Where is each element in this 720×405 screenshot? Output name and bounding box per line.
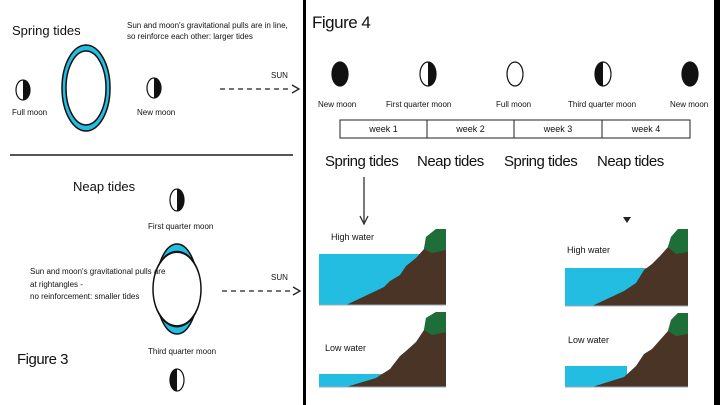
figure-3-panel: Spring tides Sun and moon's gravitationa… [0, 0, 303, 405]
sun-label-bottom: SUN [271, 274, 288, 282]
figure-4-panel: Figure 4 New moon First quarter moon Ful… [306, 0, 714, 405]
sun-direction-arrow-top [220, 85, 299, 93]
figure-4-label: Figure 4 [312, 14, 370, 31]
phase-label-first-quarter: First quarter moon [386, 101, 451, 109]
spring-tide-earth [62, 45, 110, 131]
third-quarter-moon-icon [595, 62, 611, 86]
phase-label-new-moon: New moon [318, 101, 356, 109]
figure-3-label: Figure 3 [17, 352, 68, 367]
new-moon-icon [332, 62, 348, 86]
spring-tides-title: Spring tides [12, 24, 81, 37]
first-quarter-moon-icon [420, 62, 436, 86]
week-row: week 1 week 2 week 3 week 4 [340, 120, 690, 138]
neap-description-line-1: Sun and moon's gravitational pulls are [30, 268, 165, 276]
week-cell: week 4 [602, 120, 690, 138]
phase-label-third-quarter: Third quarter moon [568, 101, 636, 109]
spring-description-line-2: so reinforce each other: larger tides [127, 33, 253, 41]
third-quarter-moon-icon [170, 369, 184, 391]
new-moon-icon [682, 62, 698, 86]
neap-high-water-diagram [565, 229, 688, 306]
neap-description-line-2: at rightangles - [30, 281, 83, 289]
tide-label-neap: Neap tides [597, 154, 664, 169]
sun-direction-arrow-bottom [222, 287, 300, 295]
week-cell: week 1 [340, 120, 427, 138]
week-cell: week 2 [427, 120, 514, 138]
figure-3-graphics [0, 0, 303, 405]
high-water-label-neap: High water [567, 246, 610, 255]
new-moon-label: New moon [137, 109, 175, 117]
sun-label-top: SUN [271, 72, 288, 80]
week-cell: week 3 [514, 120, 602, 138]
neap-description-line-3: no reinforcement: smaller tides [30, 293, 139, 301]
low-water-label: Low water [325, 344, 366, 353]
neap-low-water-diagram [565, 313, 688, 387]
full-moon-label: Full moon [12, 109, 47, 117]
neap-tide-earth [153, 244, 201, 334]
tide-label-spring: Spring tides [325, 154, 398, 169]
spring-description-line-1: Sun and moon's gravitational pulls are i… [127, 22, 288, 30]
tide-label-neap: Neap tides [417, 154, 484, 169]
spring-tide-arrow [360, 177, 368, 224]
neap-tide-arrow [623, 217, 631, 223]
high-water-label: High water [331, 233, 374, 242]
tide-label-spring: Spring tides [504, 154, 577, 169]
first-quarter-moon-label: First quarter moon [148, 223, 213, 231]
third-quarter-moon-label: Third quarter moon [148, 348, 216, 356]
figure-4-graphics [306, 0, 714, 405]
phase-label-full-moon: Full moon [496, 101, 531, 109]
low-water-label-neap: Low water [568, 336, 609, 345]
first-quarter-moon-icon [170, 189, 184, 211]
neap-tides-title: Neap tides [73, 180, 135, 193]
full-moon-icon [507, 62, 523, 86]
phase-label-new-moon-end: New moon [670, 101, 708, 109]
full-moon-icon [16, 80, 30, 100]
new-moon-icon [147, 78, 161, 98]
